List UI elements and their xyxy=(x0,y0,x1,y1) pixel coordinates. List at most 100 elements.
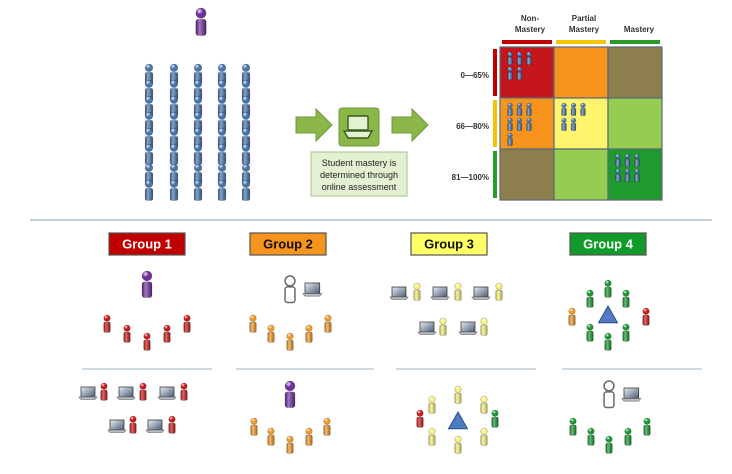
resource-triangle-icon xyxy=(597,304,619,324)
teacher-outline-icon xyxy=(284,275,296,304)
column-header-non-mastery-line-2: Mastery xyxy=(515,25,546,34)
laptop-icon xyxy=(458,321,478,335)
student-icon xyxy=(580,102,586,116)
student-icon xyxy=(622,323,630,342)
student-icon xyxy=(169,179,179,201)
student-icon xyxy=(143,332,151,351)
student-icon xyxy=(428,427,436,446)
student-icon xyxy=(634,168,640,182)
group-label-1: Group 1 xyxy=(122,237,172,252)
student-icon xyxy=(569,417,577,436)
student-icon xyxy=(241,143,251,165)
row-label-66-80: 66—80% xyxy=(456,122,489,131)
student-icon xyxy=(180,382,188,401)
student-icon xyxy=(103,314,111,333)
group-label-box xyxy=(249,232,327,256)
mastery-matrix: Non- Mastery Partial Mastery Mastery 0—6… xyxy=(452,14,663,201)
student-icon xyxy=(241,127,251,149)
student-icon xyxy=(507,51,513,65)
student-icon xyxy=(516,51,523,65)
student-icon xyxy=(286,332,294,351)
laptop-icon xyxy=(116,386,136,400)
student-icon xyxy=(324,314,332,333)
student-icon xyxy=(183,314,191,333)
student-icon xyxy=(570,117,577,131)
laptop-icon xyxy=(107,419,127,433)
row-color-bar xyxy=(493,100,497,147)
column-color-bar xyxy=(502,40,552,44)
laptop-icon xyxy=(621,387,642,402)
column-header-partial-mastery-line-1: Partial xyxy=(572,14,596,23)
teacher-outline-icon xyxy=(603,380,615,409)
laptop-icon xyxy=(389,286,409,300)
student-icon xyxy=(454,385,462,404)
resource-triangle-icon xyxy=(447,410,469,430)
student-icon xyxy=(507,102,513,116)
whole-class-group xyxy=(144,7,251,201)
student-icon xyxy=(168,415,176,434)
group-label-box xyxy=(108,232,186,256)
student-icon xyxy=(241,179,251,201)
student-icon xyxy=(507,117,513,131)
student-icon xyxy=(144,143,154,165)
student-icon xyxy=(100,382,108,401)
assessment-note-line-1: Student mastery is xyxy=(322,158,397,168)
student-icon xyxy=(249,314,257,333)
student-icon xyxy=(561,102,567,116)
student-icon xyxy=(267,427,275,446)
assessment-note: Student mastery is determined through on… xyxy=(310,151,408,197)
student-icon xyxy=(526,117,532,131)
student-icon xyxy=(516,102,523,116)
student-icon xyxy=(250,417,258,436)
student-icon xyxy=(480,427,488,446)
student-icon xyxy=(643,417,651,436)
laptop-icon xyxy=(302,282,323,297)
matrix-cell xyxy=(499,148,555,201)
student-icon xyxy=(480,317,488,336)
student-icon xyxy=(568,307,576,326)
student-icon xyxy=(454,282,462,301)
group-label-2: Group 2 xyxy=(263,237,313,252)
group-label-4: Group 4 xyxy=(583,237,634,252)
group-label-box xyxy=(410,232,488,256)
student-icon xyxy=(217,143,227,165)
student-icon xyxy=(439,317,447,336)
student-icon xyxy=(305,324,313,343)
student-icon xyxy=(193,179,203,201)
column-color-bar xyxy=(556,40,606,44)
student-icon xyxy=(169,143,179,165)
student-icon xyxy=(144,179,154,201)
student-icon xyxy=(491,409,499,428)
student-icon xyxy=(586,289,594,308)
student-icon xyxy=(526,51,532,65)
laptop-icon xyxy=(78,386,98,400)
column-header-non-mastery-line-1: Non- xyxy=(521,14,540,23)
online-assessment-box xyxy=(338,107,380,147)
assessment-note-line-3: online assessment xyxy=(322,182,397,192)
student-icon xyxy=(587,427,595,446)
student-icon xyxy=(604,279,612,298)
row-color-bar xyxy=(493,49,497,96)
student-icon xyxy=(615,168,621,182)
student-icon xyxy=(586,323,594,342)
teacher-icon xyxy=(195,7,207,36)
student-icon xyxy=(305,427,313,446)
student-icon xyxy=(454,435,462,454)
student-icon xyxy=(642,307,650,326)
laptop-icon xyxy=(157,386,177,400)
student-icon xyxy=(123,324,131,343)
student-icon xyxy=(622,289,630,308)
teacher-icon xyxy=(141,270,153,298)
student-icon xyxy=(129,415,137,434)
column-color-bar xyxy=(610,40,660,44)
laptop-icon xyxy=(342,115,374,139)
student-icon xyxy=(526,102,532,116)
matrix-cell xyxy=(607,97,663,150)
student-icon xyxy=(624,168,631,182)
flow-arrow-left xyxy=(295,107,333,143)
student-icon xyxy=(139,382,147,401)
row-label-81-100: 81—100% xyxy=(452,173,489,182)
student-icon xyxy=(516,66,523,80)
matrix-cell xyxy=(607,46,663,99)
